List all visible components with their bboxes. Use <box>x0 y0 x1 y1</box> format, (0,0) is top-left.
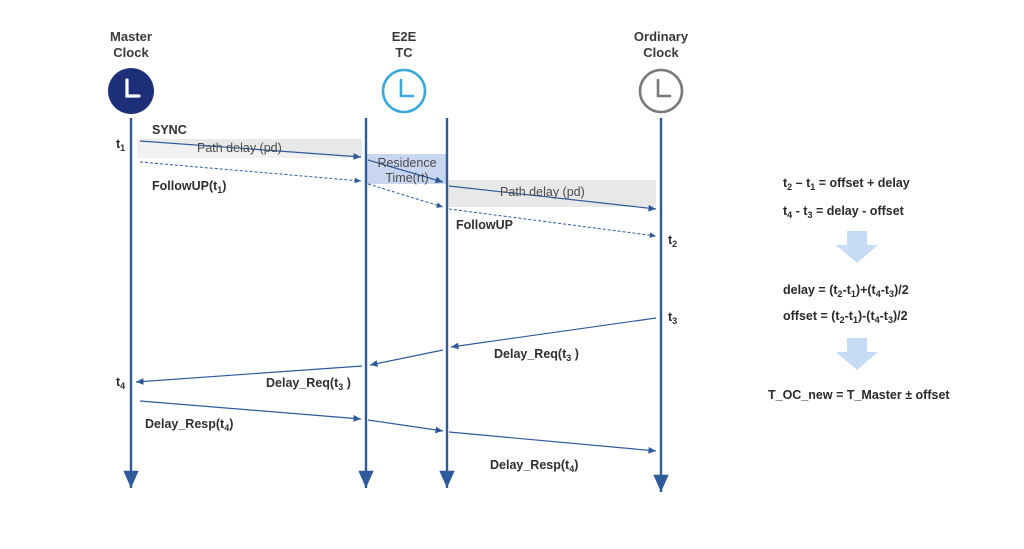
tc-title-line1: E2E <box>392 29 417 44</box>
residence-label-line1: Residence <box>377 156 436 170</box>
sync-arrow-3 <box>448 185 657 212</box>
master-title-line1: Master <box>110 29 152 44</box>
formula-3: delay = (t2-t1)+(t4-t3)/2 <box>783 283 909 299</box>
timestamp-t4: t4 <box>116 375 125 391</box>
tc-title-line2: TC <box>395 45 413 60</box>
formula-4: offset = (t2-t1)-(t4-t3)/2 <box>783 309 908 325</box>
timestamp-t2: t2 <box>668 233 677 249</box>
master-title-line2: Clock <box>113 45 149 60</box>
formula-2: t4 - t3 = delay - offset <box>783 204 905 220</box>
path-delay-band-2 <box>448 180 656 207</box>
sync-arrow-2 <box>367 159 444 184</box>
sync-label: SYNC <box>152 123 187 137</box>
followup-arrow-1 <box>139 161 362 184</box>
timestamp-t3: t3 <box>668 310 677 326</box>
followup-label-master: FollowUP(t1) <box>152 179 226 195</box>
ordinary-clock-icon <box>638 68 684 114</box>
residence-label-line2: Time(rt) <box>385 171 428 185</box>
delay-req-arrow-1 <box>450 317 657 350</box>
formula-5: T_OC_new = T_Master ± offset <box>768 388 950 402</box>
delay-resp-label-master: Delay_Resp(t4) <box>145 417 233 433</box>
followup-arrow-2 <box>367 183 444 208</box>
delay-resp-arrow-2 <box>367 419 444 434</box>
delay-resp-label-oc: Delay_Resp(t4) <box>490 458 578 474</box>
ordinary-title-line1: Ordinary <box>634 29 689 44</box>
delay-resp-arrow-3 <box>448 431 657 454</box>
path-delay-label-1: Path delay (pd) <box>197 141 282 155</box>
down-arrow-icon <box>836 231 878 263</box>
delay-req-arrow-3 <box>135 365 363 385</box>
formula-1: t2 – t1 = offset + delay <box>783 176 910 192</box>
delay-req-label-oc: Delay_Req(t3 ) <box>494 347 579 363</box>
timestamp-t1: t1 <box>116 137 125 153</box>
master-clock-icon <box>108 68 154 114</box>
sync-arrow-1 <box>139 140 362 160</box>
delay-resp-arrow-1 <box>139 400 362 422</box>
delay-req-label-tc: Delay_Req(t3 ) <box>266 376 351 392</box>
delay-req-arrow-2 <box>369 349 444 367</box>
ordinary-title-line2: Clock <box>643 45 679 60</box>
down-arrow-icon <box>836 338 878 370</box>
followup-label-tc: FollowUP <box>456 218 513 232</box>
path-delay-label-2: Path delay (pd) <box>500 185 585 199</box>
tc-clock-icon <box>381 68 427 114</box>
